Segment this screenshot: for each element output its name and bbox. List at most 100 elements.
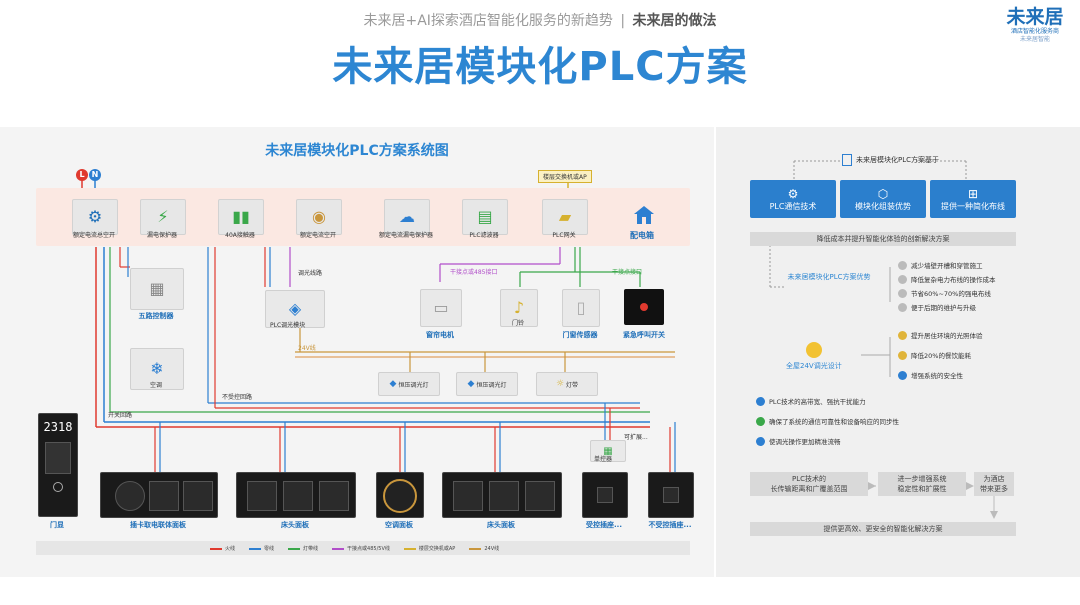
legend-label: 24V线 — [484, 546, 500, 552]
advantage-item: 节省60%~70%的强电布线 — [898, 288, 996, 298]
solution-bar: 降低成本并提升智能化体验的创新解决方案 — [750, 232, 1016, 246]
door-display-screen — [45, 442, 71, 474]
header-subtitle-prefix: 未来居+AI探索酒店智能化服务的新趋势 — [363, 13, 613, 29]
leakage-protector-module: ⚡ — [140, 199, 186, 235]
switch-button[interactable] — [453, 481, 483, 511]
tech-item: PLC技术的高带宽、强抗干扰能力 — [756, 396, 899, 406]
advantage-item: 减少墙壁开槽和穿管施工 — [898, 260, 996, 270]
aircon-icon: ❄ — [150, 359, 164, 378]
dimming-label: 全屋24V调光设计 — [786, 362, 842, 370]
contactor-label: 40A接触器 — [225, 232, 255, 239]
filter-icon: ▤ — [477, 207, 493, 226]
switch-circuit-label: 开关回路 — [108, 412, 133, 419]
advantage-item: 降低复杂电力布线的操作成本 — [898, 274, 996, 284]
dim-item: 降低20%的餐饮能耗 — [898, 350, 983, 360]
dim-text: 降低20%的餐饮能耗 — [911, 352, 971, 360]
single-controller-label: 单控器 — [594, 456, 613, 463]
advantage-text: 减少墙壁开槽和穿管施工 — [911, 262, 983, 270]
dim-text: 提升居住环境的光照体验 — [911, 332, 983, 340]
single-controller-icon: ▦ — [603, 445, 613, 457]
door-display-button[interactable] — [53, 482, 63, 492]
bedside-panel-1-label: 床头面板 — [281, 521, 309, 529]
dimmer-icon — [756, 436, 765, 446]
doorbell-label: 门铃 — [512, 320, 525, 327]
dimming-line-label: 调光线路 — [298, 270, 323, 277]
switch-button[interactable] — [489, 481, 519, 511]
bulb-icon — [805, 342, 822, 358]
header-subtitle: 未来居+AI探索酒店智能化服务的新趋势 | 未来居的做法 — [0, 10, 1080, 30]
gateway-icon: ▰ — [558, 207, 572, 226]
card-power-panel-label: 插卡取电联体面板 — [130, 521, 186, 529]
breaker-icon: ⚙ — [87, 207, 103, 226]
header-subtitle-separator: | — [620, 13, 626, 29]
legend-item: 灯带线 — [288, 545, 318, 552]
aircon-unit: ❄ — [130, 348, 184, 390]
door-sensor-label: 门窗传感器 — [562, 331, 598, 339]
light-2-label: 恒压调光灯 — [476, 381, 507, 389]
tech-text: PLC技术的高带宽、强抗干扰能力 — [769, 398, 866, 406]
plc-advantage-label: 未来居模块化PLC方案优势 — [787, 273, 871, 281]
switch-button[interactable] — [149, 481, 179, 511]
legend-label: 干接点或485/5V线 — [347, 546, 390, 552]
switch-button[interactable] — [283, 481, 313, 511]
dimming-benefits: 提升居住环境的光照体验 降低20%的餐饮能耗 增强系统的安全性 — [898, 330, 983, 380]
legend-label: 灯带线 — [303, 546, 319, 552]
tech-item: 确保了系统的通信可靠性和设备响应的同步性 — [756, 416, 899, 426]
card-slot-icon — [115, 481, 145, 511]
switch-button[interactable] — [183, 481, 213, 511]
card-power-panel — [100, 472, 218, 518]
light-icon: ◆ — [389, 379, 397, 389]
logo-name: 未来居 — [1006, 6, 1064, 28]
advantage-text: 便于后期的维护与升级 — [911, 304, 976, 312]
wire-legend: 火线 零线 灯带线 干接点或485/5V线 楼层交换机或AP 24V线 — [210, 545, 499, 552]
page-title: 未来居模块化PLC方案 — [332, 44, 748, 90]
legend-item: 24V线 — [469, 545, 499, 552]
advantage-text: 节省60%~70%的强电布线 — [911, 290, 991, 298]
light-1: ◆恒压调光灯 — [378, 372, 440, 396]
gear-icon: ⚙ — [787, 186, 799, 201]
dim-text: 增强系统的安全性 — [911, 372, 963, 380]
plc-filter-module: ▤ — [462, 199, 508, 235]
rated-breaker-module: ◉ — [296, 199, 342, 235]
flow-line2: 长传输距离和广覆盖范围 — [770, 485, 848, 493]
plc-dimmer-module: ◈ — [265, 290, 325, 328]
five-way-controller: ▦ — [130, 268, 184, 310]
tech-list: PLC技术的高带宽、强抗干扰能力 确保了系统的通信可靠性和设备响应的同步性 使调… — [756, 396, 899, 446]
shield-icon — [898, 370, 907, 380]
emergency-call-label: 紧急呼叫开关 — [623, 331, 665, 339]
sync-icon — [756, 416, 765, 426]
plc-gateway-module: ▰ — [542, 199, 588, 235]
rated-breaker-icon: ◉ — [312, 207, 326, 226]
thermostat-dial-icon[interactable] — [383, 479, 417, 513]
rated-leakage-label: 额定电流漏电保护器 — [378, 232, 433, 239]
rated-breaker-label: 额定电流空开 — [299, 232, 336, 239]
bullet-icon — [898, 260, 907, 270]
side-top-caption: 未来居模块化PLC方案基于 — [842, 154, 939, 166]
door-sensor: ▯ — [562, 289, 600, 327]
cube-icon: ⬡ — [877, 186, 889, 201]
leakage-protector-icon: ⚡ — [157, 207, 169, 226]
controlled-socket-label: 受控插座... — [586, 521, 622, 529]
plc-filter-label: PLC滤波器 — [469, 232, 499, 239]
brand-logo: 未来居 酒店智能化服务商 未来居智能 — [1004, 6, 1066, 44]
flow-line2: 带来更多 — [980, 485, 1008, 493]
logo-line1: 酒店智能化服务商 — [1010, 28, 1059, 35]
light-strip: ☼灯带 — [536, 372, 598, 396]
curtain-motor: ▭ — [420, 289, 462, 327]
socket-icon — [525, 481, 555, 511]
antenna-icon — [756, 396, 765, 406]
legend-item: 楼层交换机或AP — [403, 545, 455, 552]
controlled-socket — [582, 472, 628, 518]
energy-icon — [898, 350, 907, 360]
bullet-icon — [898, 274, 907, 284]
leakage-protector-label: 漏电保护器 — [146, 232, 177, 239]
ap-label: 楼层交换机或AP — [538, 170, 592, 183]
bell-icon: ♪ — [513, 298, 525, 317]
legend-label: 零线 — [264, 546, 275, 552]
switch-button[interactable] — [319, 481, 349, 511]
uncontrolled-socket — [648, 472, 694, 518]
header-subtitle-bold: 未来居的做法 — [632, 13, 717, 29]
flow-line1: PLC技术的 — [791, 475, 826, 483]
pillar-label: 模块化组装优势 — [855, 201, 911, 211]
flow-line2: 稳定性和扩展性 — [897, 485, 947, 493]
